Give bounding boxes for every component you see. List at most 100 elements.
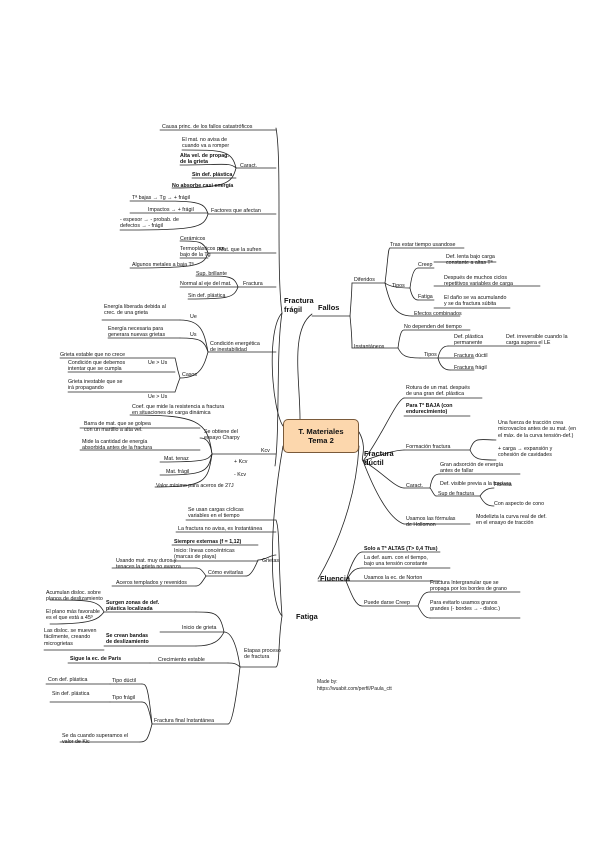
node-paris: Sigue la ec. de Paris — [70, 656, 122, 662]
credit-label: Made by: — [317, 679, 338, 685]
node-kic: Se da cuando superamos el valor de Kic — [62, 733, 128, 746]
node-caract[interactable]: Caract. — [240, 163, 258, 169]
node-ductil-caract[interactable]: Caract. — [406, 483, 424, 489]
node-us: Us — [190, 332, 197, 338]
node-inst-tipos[interactable]: Tipos — [424, 352, 437, 358]
node-dif-fatiga[interactable]: Fatiga — [418, 294, 433, 300]
node-def-aum: La def. aum. con el tiempo, bajo una ten… — [364, 555, 428, 568]
node-aceros: Aceros templados y revenidos — [116, 580, 187, 586]
node-tipo-ductil[interactable]: Tipo dúctil — [112, 678, 136, 684]
node-sin-def: Sin def. plástica — [192, 172, 233, 178]
node-no-absorbe: No absorbe casi energía — [172, 183, 234, 189]
node-creep[interactable]: Creep — [418, 262, 433, 268]
node-casos[interactable]: Casos — [182, 372, 198, 378]
node-carga-expansion: + carga → expansión y cohesión de cavida… — [498, 446, 553, 459]
node-mat-fragil: Mat. frágil — [166, 469, 190, 475]
node-puede-creep[interactable]: Puede darse Creep — [364, 600, 410, 606]
node-evitarlas[interactable]: Cómo evitarlas — [208, 570, 244, 576]
node-fuerza-traccion: Una fuerza de tracción crea microvacíos … — [498, 420, 577, 439]
node-factores[interactable]: Factores que afectan — [211, 208, 261, 214]
node-efectos: Efectos combinados — [414, 311, 462, 317]
node-acumulan: Acumulan disloc. sobre planos de desliza… — [46, 590, 103, 603]
node-disloc-mueven: Las disloc. se mueven fácilmente, creand… — [44, 628, 97, 647]
node-hollomon[interactable]: Usamos las fórmulas de Hollomon — [406, 516, 456, 529]
node-norton: Usamos la ec. de Norton — [364, 575, 423, 581]
node-con-def: Con def. plástica — [48, 677, 88, 683]
node-cargas-ciclicas: Se usan cargas cíclicas variables en el … — [188, 507, 244, 520]
node-grietas[interactable]: Grietas — [262, 558, 280, 564]
node-normal-eje: Normal al eje del mat. — [180, 281, 232, 287]
credit-link[interactable]: https://wuabit.com/perfil/Paula_ctt — [317, 686, 392, 692]
node-mat-tenaz: Mat. tenaz — [164, 456, 189, 462]
node-caso-inestable-cond: Ue > Us — [148, 394, 168, 400]
node-no-dependen: No dependen del tiempo — [404, 324, 462, 330]
node-fractura-ductil-item: Fractura dúctil — [454, 353, 488, 359]
node-sup-fractura[interactable]: Sup de fractura — [438, 491, 475, 497]
node-termoplasticos: Termoplásticos por bajo de la Tg — [180, 246, 225, 259]
node-def-plastica-perm[interactable]: Def. plástica permanente — [454, 334, 484, 347]
node-zonas-def[interactable]: Surgen zonas de def. plástica localizada — [106, 600, 160, 613]
node-no-avisa-fatiga: La fractura no avisa, es Instantánea — [178, 526, 263, 532]
node-modelizta: Modelizta la curva real de def. en el en… — [476, 514, 547, 527]
node-caso-estable: Grieta estable que no crece — [60, 352, 126, 358]
node-caso-condicion: Condición que debemos intentar que se cu… — [68, 360, 126, 373]
node-def-visible: Def. visible previa a la fractura — [440, 481, 512, 487]
node-causa: Causa princ. de los fallos catastróficos — [162, 124, 253, 130]
node-cono: Con aspecto de cono — [494, 501, 545, 507]
branch-fallos[interactable]: Fallos — [318, 303, 340, 312]
node-final[interactable]: Fractura final Instantánea — [154, 718, 215, 724]
branch-fractura-ductil[interactable]: Fractura dúctil — [364, 449, 394, 467]
node-gran-adsorcion: Gran adsorción de energía antes de falla… — [440, 462, 504, 475]
node-kcv[interactable]: Kcv — [261, 448, 270, 454]
node-mat-sufren[interactable]: Mat. que la sufren — [219, 247, 262, 253]
node-mat-fragil-val: - Kcv — [234, 472, 247, 478]
node-fractura[interactable]: Fractura — [243, 281, 263, 287]
node-kcv-coef: Coef. que mide la resistencia a fractura… — [132, 404, 225, 417]
node-mide: Mide la cantidad de energía absorbida an… — [82, 439, 153, 452]
node-barra: Barra de mat. que se golpea con un marti… — [84, 421, 151, 434]
node-alta-vel: Alta vel. de propag. de la grieta — [180, 153, 229, 166]
node-granos-grandes: Para evitarlo usamos granos grandes (- b… — [430, 600, 501, 613]
node-sup-brillante: Sup. brillante — [196, 271, 227, 277]
node-intergranular: Fractura Intergranular que se propaga po… — [430, 580, 507, 593]
node-inicio-lineas: Inicio: líneas concéntricas (marcas de p… — [174, 548, 235, 561]
node-fractura-fragil-item: Fractura frágil — [454, 365, 487, 371]
branch-fluencia[interactable]: Fluencia — [320, 574, 350, 583]
node-bandas[interactable]: Se crean bandas de deslizamiento — [106, 633, 149, 646]
node-ta-bajas: Tª bajas → Tg → + frágil — [132, 195, 190, 201]
node-fibrosa: Fibrosa — [494, 482, 512, 488]
node-dano: El daño se va acumulando y se da fractur… — [444, 295, 507, 308]
central-topic[interactable]: T. Materiales Tema 2 — [283, 419, 359, 453]
node-creep-text: Def. lenta bajo carga constante a altas … — [446, 254, 495, 267]
node-dif-tipos[interactable]: Tipos — [392, 283, 405, 289]
node-mat-duros: Usando mat. muy duros y tenaces la griet… — [116, 558, 181, 571]
node-ue: Ue — [190, 314, 197, 320]
node-inicio-grieta[interactable]: Inicio de grieta — [182, 625, 217, 631]
node-algunos-metales: Algunos metales a baja Tª — [132, 262, 194, 268]
branch-diferidos[interactable]: Diferidos — [354, 277, 375, 283]
node-valor-minimo: Valor mínimo para aceros de 27J — [156, 483, 234, 489]
node-condicion[interactable]: Condición energética de inestabilidad — [210, 341, 260, 354]
branch-instantaneos[interactable]: Instantáneos — [354, 344, 385, 350]
node-ue-text: Energía liberada debida al crec. de una … — [104, 304, 166, 317]
node-caso-estable-cond: Ue > Us — [148, 360, 168, 366]
node-crecimiento[interactable]: Crecimiento estable — [158, 657, 205, 663]
node-ciclos: Después de muchos ciclos repetitivos var… — [444, 275, 513, 288]
node-charpy[interactable]: Se obtiene del ensayo Charpy — [204, 429, 240, 442]
branch-fractura-fragil[interactable]: Fractura frágil — [284, 296, 314, 314]
node-def-irreversible: Def. irreversible cuando la carga supera… — [506, 334, 568, 347]
node-tipo-fragil[interactable]: Tipo frágil — [112, 695, 136, 701]
node-espesor: - espesor → - probab. de defectos → - fr… — [120, 217, 179, 230]
node-impactos: Impactos → + frágil — [148, 207, 194, 213]
branch-fatiga[interactable]: Fatiga — [296, 612, 318, 621]
node-rotura: Rotura de un mat. después de una gran de… — [406, 385, 470, 398]
node-formacion[interactable]: Formación fractura — [406, 444, 451, 450]
node-ceramicos: Cerámicos — [180, 236, 206, 242]
node-caso-inestable: Grieta inestable que se irá propagando — [68, 379, 123, 392]
node-solo-altas: Solo a Tª ALTAS (T> 0,4 Tfus) — [364, 546, 438, 552]
node-mat-tenaz-val: + Kcv — [234, 459, 248, 465]
node-no-avisa: El mat. no avisa de cuando va a romper — [182, 137, 230, 150]
node-us-text: Energía necesaria para generara nuevas g… — [108, 326, 166, 339]
node-etapas[interactable]: Etapas proceso de fractura — [244, 648, 281, 661]
